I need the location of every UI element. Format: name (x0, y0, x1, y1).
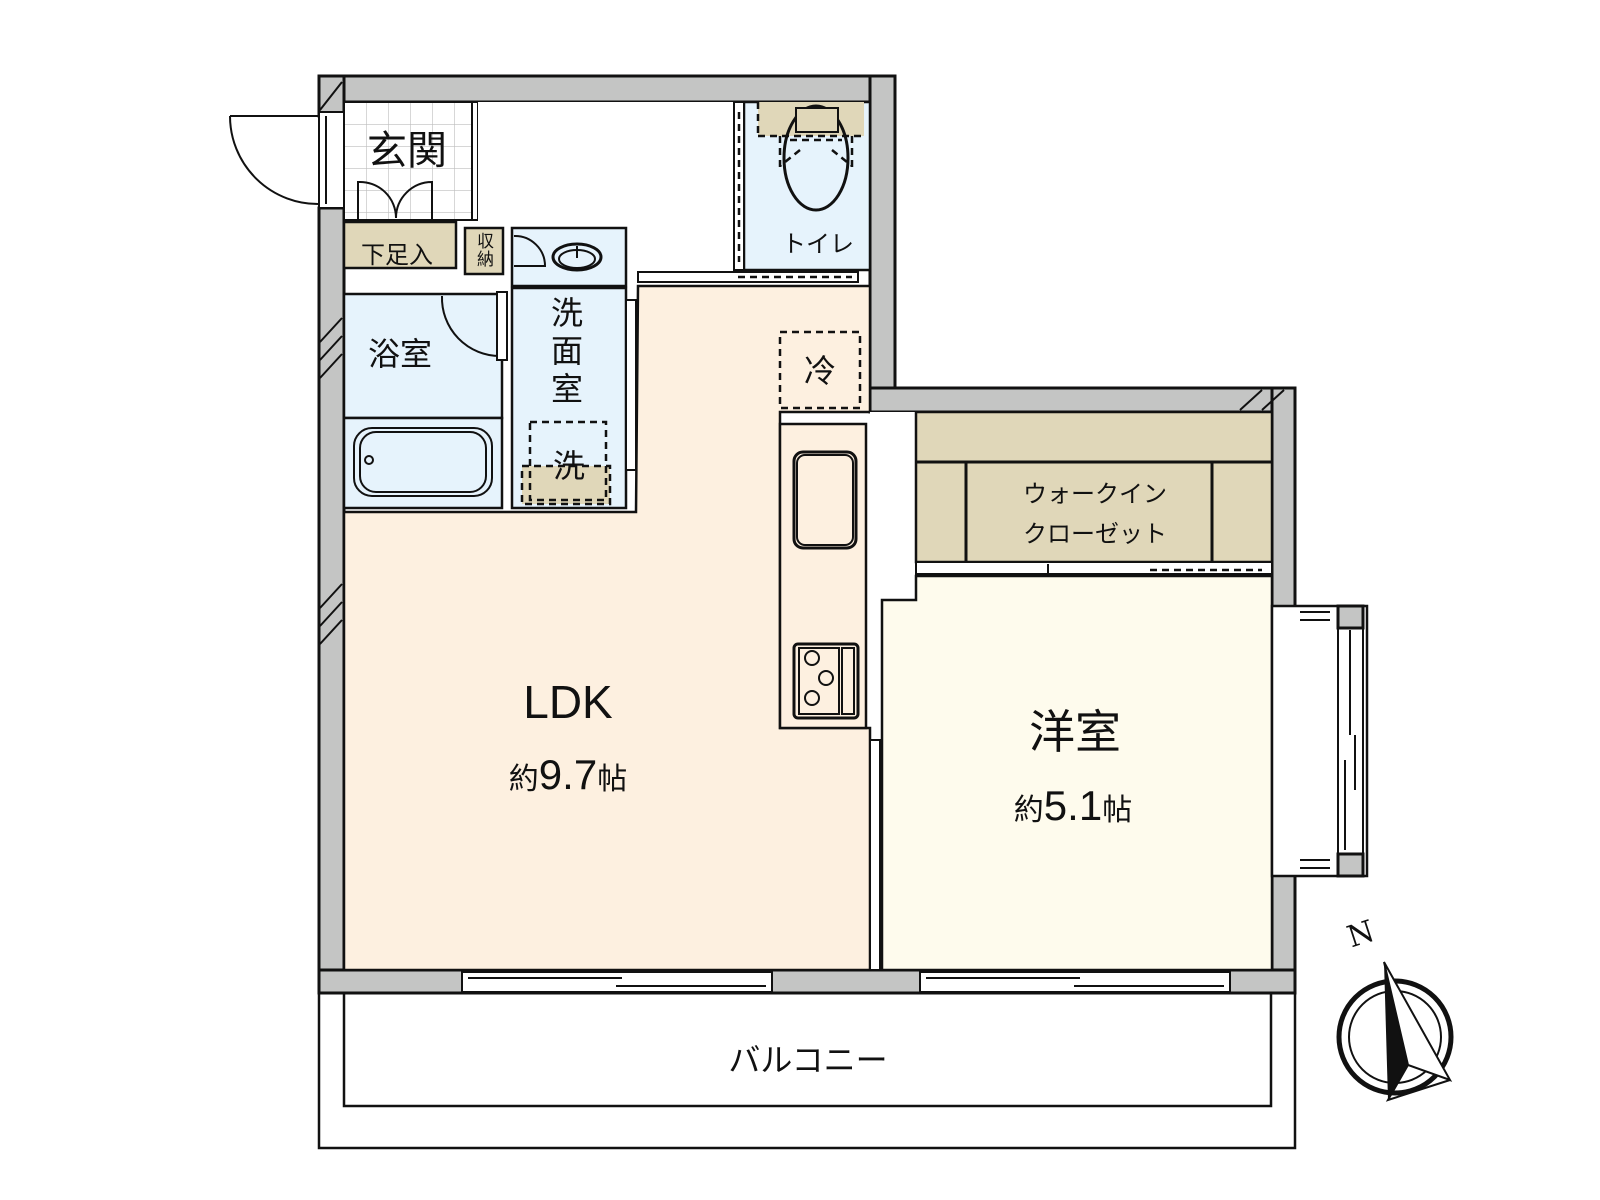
walk-in-closet-label-line2: クローゼット (1023, 520, 1167, 548)
toilet-label: トイレ (782, 230, 854, 258)
western-room-label: 洋室 (1029, 705, 1121, 759)
western-room-area-value: 5.1 (1043, 782, 1103, 829)
western-room-area-prefix: 約 (1013, 793, 1044, 828)
sink-area (510, 226, 628, 288)
washroom (510, 286, 637, 510)
walk-in-closet-label-line1: ウォークイン (1023, 480, 1167, 508)
ldk-area-value: 9.7 (538, 751, 598, 798)
balcony (317, 984, 1297, 1150)
western-room-floor (880, 574, 1274, 972)
genkan-label: 玄関 (367, 128, 447, 174)
washroom-label: 洗面室 (546, 296, 584, 410)
bathroom-label: 浴室 (367, 335, 433, 373)
balcony-windows (461, 971, 1231, 993)
toilet-room (637, 100, 872, 283)
washing-machine-label: 洗 (552, 447, 586, 485)
bay-window (1270, 604, 1369, 878)
shoe-storage-label: 下足入 (361, 241, 433, 269)
storage-closet (463, 226, 505, 276)
bathroom (342, 291, 508, 510)
refrigerator-space (778, 330, 862, 410)
storage-label: 収納 (473, 232, 493, 268)
ldk-floor (342, 284, 872, 972)
western-room-area: 約5.1帖 (1014, 785, 1132, 827)
ldk-area-prefix: 約 (508, 762, 539, 797)
ldk-label: LDK (523, 676, 613, 728)
refrigerator-label: 冷 (803, 352, 837, 390)
entry-door (229, 111, 345, 209)
kitchen-counter (778, 422, 868, 730)
sliding-partition (869, 739, 881, 971)
genkan-area (343, 101, 479, 221)
shoe-storage (342, 220, 458, 270)
inner-hallway (870, 412, 916, 578)
ldk-area-unit: 帖 (597, 762, 628, 797)
western-room-area-unit: 帖 (1102, 793, 1133, 828)
ldk-area: 約9.7帖 (509, 754, 627, 796)
balcony-label: バルコニー (728, 1041, 888, 1079)
walk-in-closet (914, 410, 1274, 575)
north-arrow-icon (1336, 961, 1454, 1102)
